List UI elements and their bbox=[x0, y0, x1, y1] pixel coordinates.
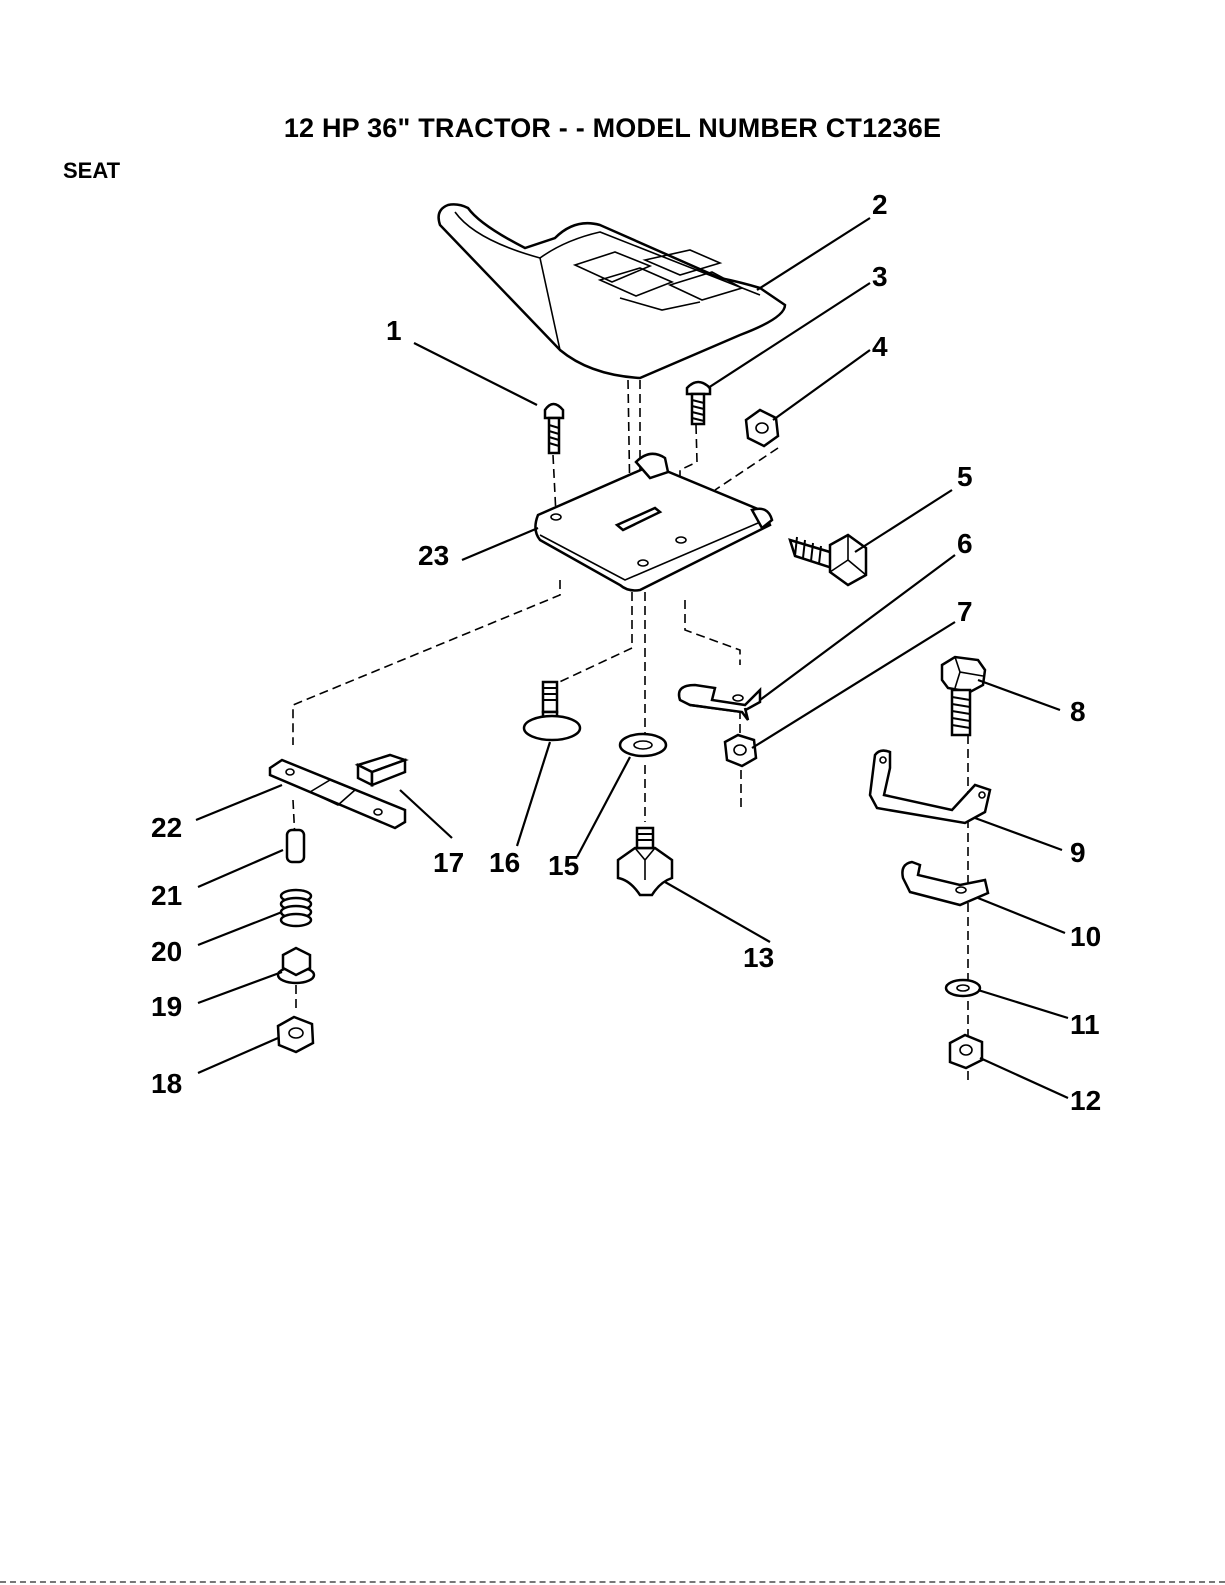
hex-bolt-part bbox=[942, 657, 985, 735]
bracket-part bbox=[902, 862, 988, 905]
nut-part bbox=[746, 410, 778, 446]
callout-5: 5 bbox=[957, 461, 973, 492]
callout-7: 7 bbox=[957, 596, 973, 627]
seat-pan-part bbox=[535, 454, 772, 591]
washer-part bbox=[946, 980, 980, 996]
callout-19: 19 bbox=[151, 991, 182, 1022]
callout-3: 3 bbox=[872, 261, 888, 292]
callout-10: 10 bbox=[1070, 921, 1101, 952]
callout-21: 21 bbox=[151, 880, 182, 911]
nut-part bbox=[725, 735, 756, 766]
callout-23: 23 bbox=[418, 540, 449, 571]
nut-part bbox=[950, 1035, 982, 1068]
washer-part bbox=[620, 734, 666, 756]
shoulder-bolt-part bbox=[524, 682, 580, 740]
spring-part bbox=[281, 890, 311, 926]
callout-1: 1 bbox=[386, 315, 402, 346]
callout-8: 8 bbox=[1070, 696, 1086, 727]
seat-bracket-part bbox=[870, 751, 990, 823]
callout-22: 22 bbox=[151, 812, 182, 843]
flange-nut-part bbox=[278, 948, 314, 983]
callout-9: 9 bbox=[1070, 837, 1086, 868]
callout-6: 6 bbox=[957, 528, 973, 559]
callout-13: 13 bbox=[743, 942, 774, 973]
callout-2: 2 bbox=[872, 189, 888, 220]
knob-part bbox=[618, 828, 672, 895]
seat-part bbox=[439, 204, 785, 378]
callout-20: 20 bbox=[151, 936, 182, 967]
pin-part bbox=[287, 830, 304, 862]
callout-16: 16 bbox=[489, 847, 520, 878]
hex-bolt-part bbox=[790, 535, 866, 585]
flange-nut-part bbox=[278, 1017, 313, 1052]
carriage-bolt-part bbox=[545, 404, 563, 453]
page-bottom-rule bbox=[0, 1581, 1225, 1583]
bracket-part bbox=[679, 685, 760, 720]
callout-11: 11 bbox=[1070, 1009, 1100, 1040]
callout-12: 12 bbox=[1070, 1085, 1101, 1116]
carriage-bolt-part bbox=[687, 382, 710, 424]
callout-18: 18 bbox=[151, 1068, 182, 1099]
callout-15: 15 bbox=[548, 850, 579, 881]
callout-17: 17 bbox=[433, 847, 464, 878]
pad-part bbox=[358, 755, 405, 785]
callout-4: 4 bbox=[872, 331, 888, 362]
